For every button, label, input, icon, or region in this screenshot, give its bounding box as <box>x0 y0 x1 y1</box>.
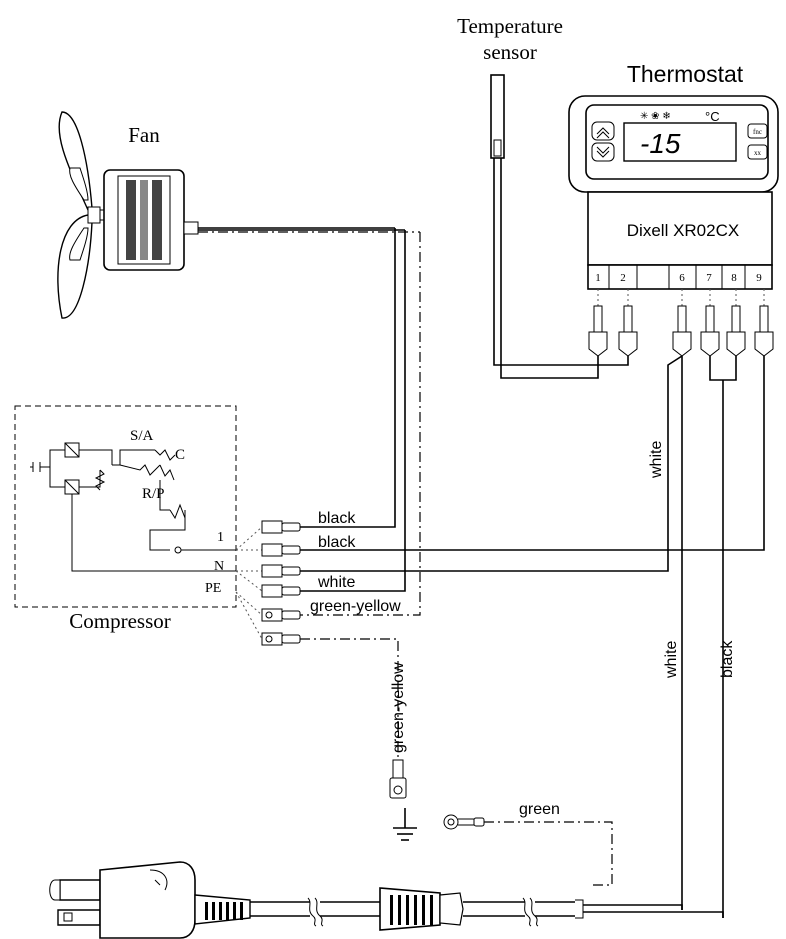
temperature-sensor-label-line2: sensor <box>483 40 537 64</box>
fan-blade-inner-top <box>69 167 89 201</box>
terminal-7-label: 7 <box>706 272 712 284</box>
terminal-6-label: 6 <box>679 272 685 284</box>
xx-button-label: xx <box>754 149 762 157</box>
wire-green-yellow-ground <box>300 638 399 760</box>
comp-sa-label: S/A <box>130 428 154 444</box>
chevron-up-icon <box>596 127 610 139</box>
plug-body <box>99 861 196 939</box>
plug-prong-top <box>59 879 101 901</box>
fnc-button-label: fnc <box>753 128 762 136</box>
comp-pe-label: PE <box>205 581 221 596</box>
thermostat-down-button[interactable] <box>591 142 615 162</box>
wire-label-green-yellow-ground: green-yellow <box>390 662 407 753</box>
plug-ground-ring-terminal <box>443 814 485 830</box>
wire-black-to-terminal-9 <box>300 356 765 551</box>
power-plug <box>49 861 251 939</box>
compressor: Compressor S/A C R/P 1 N PE <box>14 405 237 633</box>
connector-terminals: black black white green-yellow <box>235 510 401 646</box>
sensor-wire-a <box>493 158 629 366</box>
wire-label-green: green <box>519 801 560 818</box>
display-reading: -15 <box>640 128 681 159</box>
xx-button[interactable] <box>747 144 768 160</box>
comp-rp-label: R/P <box>142 486 165 502</box>
compressor-label: Compressor <box>69 609 171 633</box>
thermostat-body <box>587 191 773 266</box>
wire-label-white-1: white <box>317 574 355 591</box>
thermostat: Thermostat ✳ ❀ ❄ -15 °C fnc xx Dixell XR… <box>568 61 779 381</box>
wire-label-black-1: black <box>318 510 356 527</box>
comp-1-label: 1 <box>217 530 224 545</box>
terminal-2-label: 2 <box>620 272 626 284</box>
terminal-1-label: 1 <box>595 272 601 284</box>
sensor-probe <box>490 74 505 159</box>
fan-blade-inner-bottom <box>69 227 89 261</box>
wire-label-white-top: white <box>648 441 665 479</box>
ferrules <box>588 289 774 357</box>
compressor-boundary <box>14 405 237 608</box>
temperature-sensor: Temperature sensor <box>457 14 629 379</box>
power-cord <box>250 887 724 931</box>
thermostat-label: Thermostat <box>627 61 744 87</box>
thermostat-up-button[interactable] <box>591 121 615 141</box>
fan-wire-white <box>300 230 406 592</box>
thermostat-model: Dixell XR02CX <box>627 221 739 240</box>
fnc-button[interactable] <box>747 123 768 139</box>
thermostat-display <box>623 122 737 162</box>
fan-snow-indicator-icons: ✳ ❀ ❄ <box>640 111 671 122</box>
chevron-down-icon <box>596 146 610 158</box>
temperature-sensor-label-line1: Temperature <box>457 14 563 38</box>
fan-wire-ground <box>300 232 421 616</box>
fan: Fan <box>57 111 421 616</box>
terminal-9-label: 9 <box>756 272 762 284</box>
terminal-8-label: 8 <box>731 272 737 284</box>
jumper-7-8 <box>709 356 737 381</box>
sensor-wire-b <box>500 158 599 379</box>
wire-green <box>484 821 613 886</box>
wire-label-black-2: black <box>318 534 356 551</box>
wire-label-white-mid: white <box>663 641 680 679</box>
fan-label: Fan <box>128 123 160 147</box>
fan-hub <box>87 206 101 224</box>
comp-c-label: C <box>175 447 185 463</box>
display-unit: °C <box>705 109 720 124</box>
terminal-block <box>587 264 773 290</box>
wire-white-to-terminal-6 <box>300 355 683 572</box>
wire-label-black-vertical: black <box>719 640 736 678</box>
wire-label-green-yellow-1: green-yellow <box>310 598 401 615</box>
fan-wire-black <box>300 228 396 528</box>
earth-ground-icon <box>393 808 417 841</box>
comp-n-label: N <box>214 559 224 574</box>
ground-ring-terminal <box>389 759 407 799</box>
sensor-probe-tip <box>493 139 502 157</box>
plug-strain-relief <box>194 894 251 925</box>
